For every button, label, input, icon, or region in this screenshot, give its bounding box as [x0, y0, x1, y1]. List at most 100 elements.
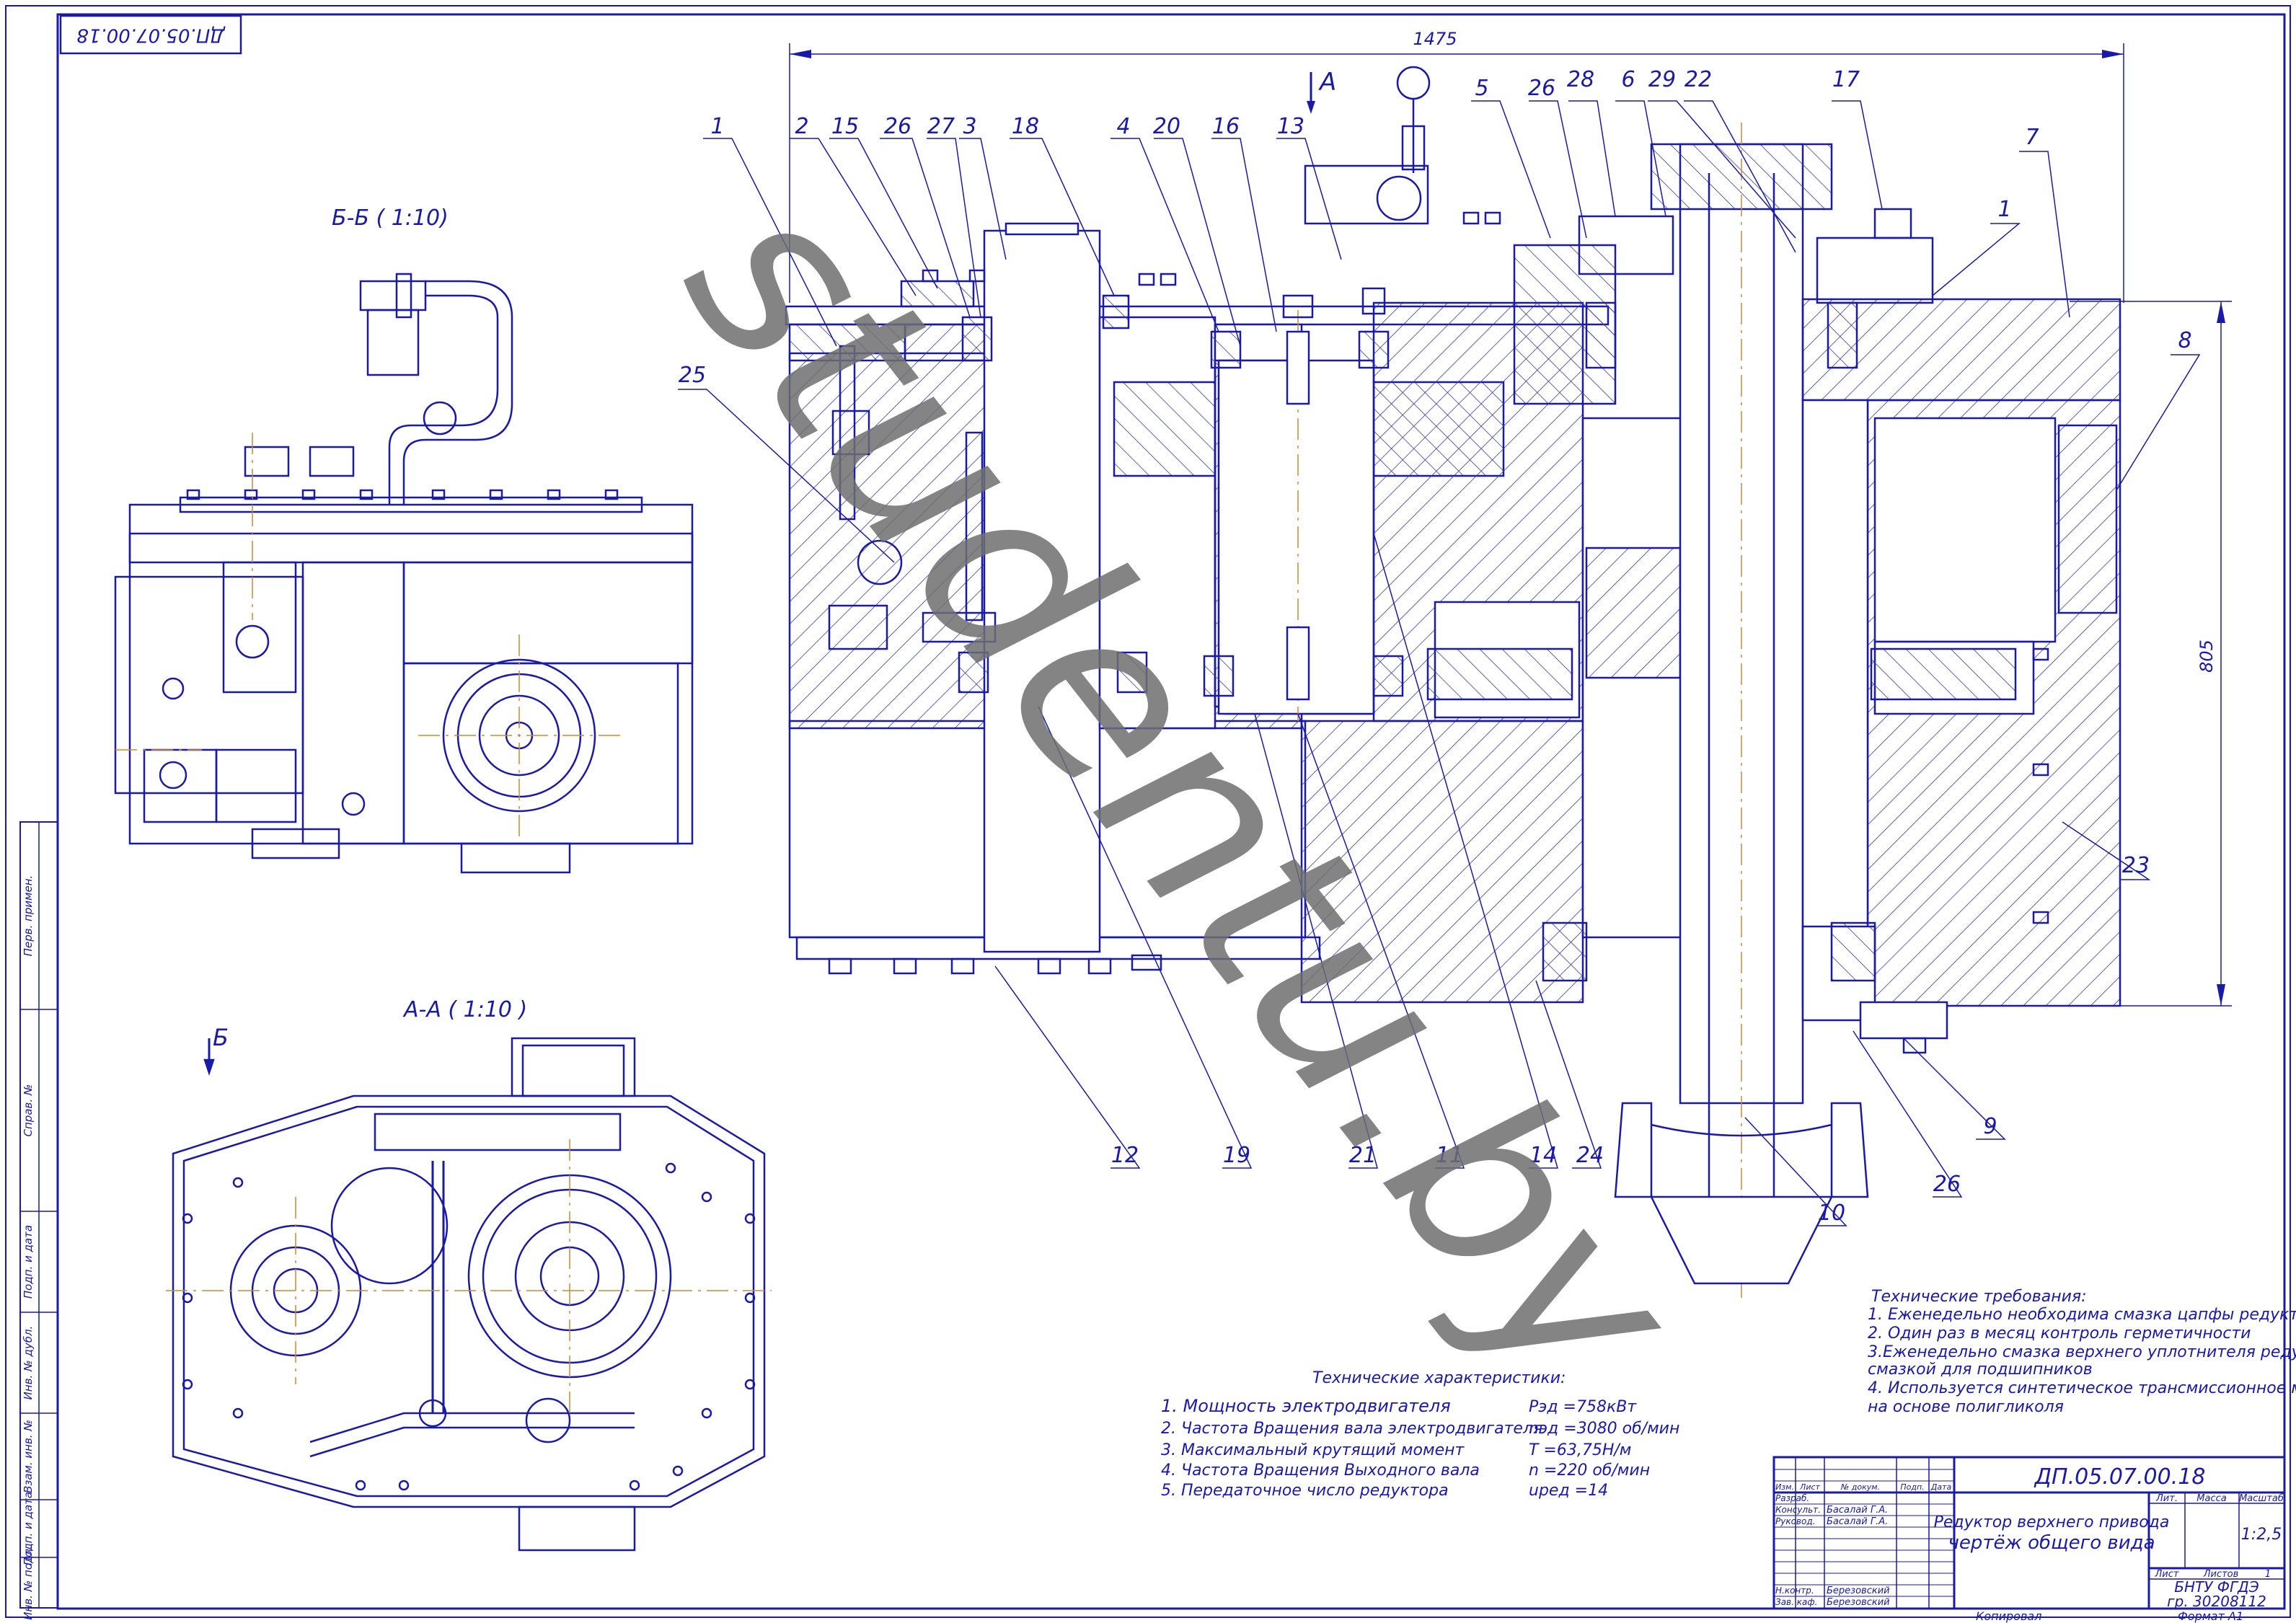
title-col-lit: Лит.: [2155, 1493, 2178, 1504]
callout-top-27: 27: [927, 114, 955, 139]
requirement-line-2: 2. Один раз в месяц контроль герметичнос…: [1868, 1325, 2251, 1343]
title-role-3: Руковод.: [1775, 1516, 1815, 1526]
spec-row-1-label: 1. Мощность электродвигателя: [1161, 1396, 1451, 1416]
bottom-bolts: [828, 954, 1927, 1054]
title-block-text: ДП.05.07.00.18 Редуктор верхнего привода…: [1775, 1464, 2284, 1610]
title-role-5: Н.контр.: [1775, 1586, 1814, 1596]
outer-frame: [5, 5, 2291, 1618]
title-role-1: Разраб.: [1775, 1493, 1809, 1503]
title-hdr-izm: Изм.: [1775, 1482, 1794, 1492]
title-person-2: Басалай Г.А.: [1827, 1505, 1888, 1516]
arrow-a-label: А: [1318, 68, 1336, 97]
spec-row-2-value: nэд =3080 об/мин: [1529, 1420, 1679, 1438]
specs-block: Технические характеристики: 1. Мощность …: [1161, 1369, 1679, 1500]
title-sheets-count: 1: [2265, 1569, 2271, 1580]
dimension-width: 1475: [1413, 29, 1457, 49]
bearings: [958, 294, 2017, 982]
spec-row-5-value: uред =14: [1529, 1482, 1608, 1500]
stamp-podp-data-1: Подп. и дата: [22, 1225, 35, 1299]
copied-label: Копировал: [1976, 1609, 2041, 1623]
requirement-line-5: 4. Используется синтетическое трансмисси…: [1868, 1379, 2296, 1397]
inner-frame: [56, 13, 2286, 1610]
callout-top-13: 13: [1277, 114, 1304, 139]
callout-right-8: 8: [2178, 328, 2191, 353]
spec-row-4-label: 4. Частота Вращения Выходного вала: [1161, 1461, 1480, 1480]
stamp-inv-dubl: Инв. № дубл.: [22, 1326, 35, 1400]
title-hdr-list: Лист: [1799, 1482, 1820, 1492]
title-scale: 1:2,5: [2241, 1526, 2282, 1544]
top-drawing-number: ДП.05.07.00.18: [76, 25, 225, 46]
callout-left-25: 25: [679, 363, 706, 388]
bb-top-bolts: [186, 489, 619, 500]
callout-numbers: 1 2 15 26 27 3 18 4 20 16 13 5 26 28 6 2…: [679, 67, 2192, 1226]
top-drawing-number-box: ДП.05.07.00.18: [59, 14, 242, 55]
requirement-line-1: 1. Еженедельно необходима смазка цапфы р…: [1868, 1306, 2296, 1324]
callout-top-1: 1: [710, 114, 724, 139]
section-aa-view: А-А ( 1:10 ) Б: [166, 997, 772, 1552]
title-col-scale: Масштаб: [2239, 1493, 2284, 1504]
requirement-line-4: смазкой для подшипников: [1868, 1361, 2093, 1379]
title-sheets: Листов: [2203, 1569, 2239, 1580]
title-name-1: Редуктор верхнего привода: [1934, 1513, 2170, 1531]
requirement-line-3: 3.Еженедельно смазка верхнего уплотнител…: [1868, 1343, 2296, 1361]
callout-top-1b: 1: [1997, 197, 2011, 222]
stamp-vzam-inv: Взам. инв. №: [22, 1420, 35, 1493]
title-hdr-sign: Подп.: [1900, 1482, 1924, 1492]
callout-top-16: 16: [1212, 114, 1240, 139]
callout-top-5: 5: [1475, 76, 1488, 101]
main-section-view: 1475 805 А: [785, 29, 2232, 1298]
requirements-title: Технические требования:: [1871, 1288, 2087, 1306]
title-org-2: гр. 30208112: [2167, 1593, 2266, 1610]
callout-top-26b: 26: [1528, 76, 1555, 101]
title-hdr-date: Дата: [1930, 1482, 1952, 1492]
callout-top-4: 4: [1116, 114, 1130, 139]
section-aa-title: А-А ( 1:10 ): [402, 997, 527, 1022]
callout-bottom-11: 11: [1436, 1143, 1463, 1168]
callout-top-20: 20: [1153, 114, 1180, 139]
requirement-line-6: на основе полигликоля: [1868, 1398, 2064, 1416]
dimension-height: 805: [2196, 640, 2217, 673]
callout-top-26a: 26: [884, 114, 911, 139]
callout-bottom-26: 26: [1933, 1172, 1961, 1197]
format-label: Формат А1: [2178, 1609, 2243, 1623]
callout-top-2: 2: [795, 114, 808, 139]
title-block: [1772, 1456, 2286, 1610]
side-stamp: Перв. примен. Справ. № Подп. и дата Инв.…: [19, 821, 58, 1620]
aa-bolt-holes: [182, 1162, 756, 1491]
top-bolts: [922, 211, 2049, 924]
title-hdr-doc: № докум.: [1840, 1482, 1880, 1492]
callout-top-3: 3: [963, 114, 976, 139]
callout-top-6: 6: [1621, 67, 1635, 92]
callout-top-17: 17: [1832, 67, 1860, 92]
spec-row-4-value: n =220 об/мин: [1529, 1461, 1650, 1480]
title-person-3: Басалай Г.А.: [1827, 1516, 1888, 1527]
callout-bottom-9: 9: [1983, 1114, 1997, 1139]
specs-title: Технические характеристики:: [1312, 1369, 1566, 1387]
spec-row-3-value: T =63,75Н/м: [1529, 1441, 1631, 1459]
callout-top-29: 29: [1648, 67, 1676, 92]
arrow-b-label: Б: [213, 1024, 229, 1051]
title-role-6: Зав. каф.: [1775, 1597, 1817, 1607]
title-col-mass: Масса: [2196, 1493, 2226, 1504]
section-bb-view: Б-Б ( 1:10): [114, 205, 694, 874]
callout-bottom-24: 24: [1576, 1143, 1604, 1168]
stamp-inv-podl: Инв. № подл.: [22, 1545, 35, 1619]
callout-bottom-21: 21: [1349, 1143, 1377, 1168]
spec-row-3-label: 3. Максимальный крутящий момент: [1161, 1441, 1465, 1459]
callout-top-15: 15: [831, 114, 859, 139]
callout-bottom-12: 12: [1111, 1143, 1139, 1168]
callout-top-28: 28: [1567, 67, 1594, 92]
title-code: ДП.05.07.00.18: [2034, 1464, 2206, 1490]
callout-bottom-10: 10: [1818, 1200, 1845, 1226]
spec-row-5-label: 5. Передаточное число редуктора: [1161, 1482, 1449, 1500]
stamp-podp-data-2: Подп. и дата: [22, 1492, 35, 1565]
spec-row-1-value: Pэд =758кВт: [1529, 1398, 1637, 1416]
callout-right-23: 23: [2122, 853, 2150, 878]
section-bb-title: Б-Б ( 1:10): [332, 205, 449, 231]
title-sheet: Лист: [2155, 1569, 2179, 1580]
callout-bottom-14: 14: [1529, 1143, 1557, 1168]
stamp-perv-primen: Перв. примен.: [22, 875, 35, 957]
callout-top-7: 7: [2025, 125, 2039, 150]
callout-top-18: 18: [1012, 114, 1039, 139]
